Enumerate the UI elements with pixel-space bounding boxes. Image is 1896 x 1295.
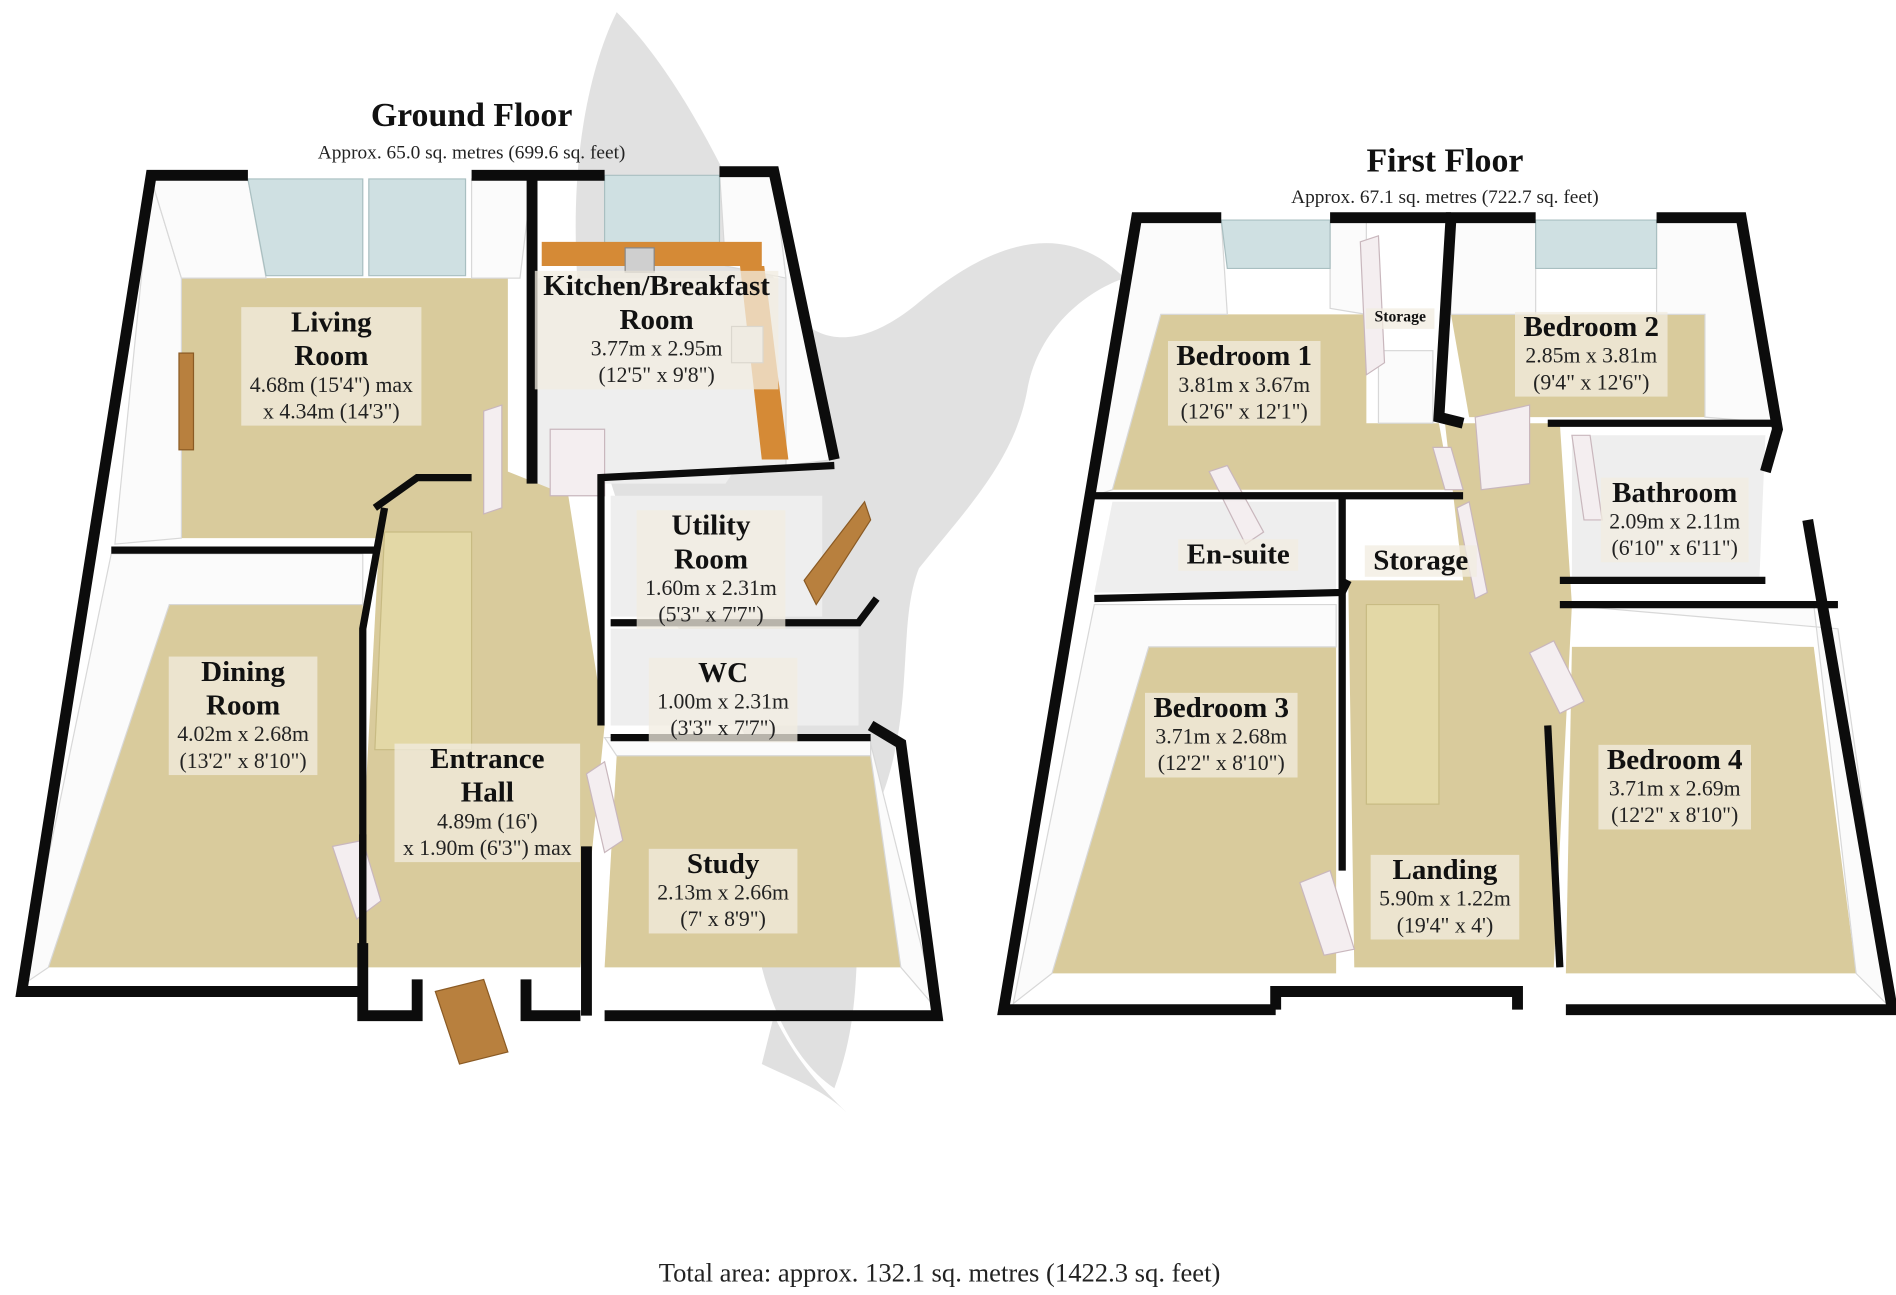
staircase	[374, 531, 473, 751]
room-dimensions: 1.00m x 2.31m	[657, 690, 789, 714]
room-dimensions: x 1.90m (6'3") max	[403, 836, 572, 860]
room-dimensions: 3.81m x 3.67m	[1178, 373, 1310, 397]
room-dimensions: 4.89m (16')	[437, 809, 538, 833]
staircase	[1365, 603, 1440, 805]
room-dimensions: (12'2" x 8'10")	[1158, 751, 1285, 775]
door	[1474, 404, 1531, 491]
room-name: WC	[698, 657, 748, 689]
fireplace	[178, 352, 195, 451]
room-dimensions: x 4.34m (14'3")	[263, 399, 400, 423]
room-label: Storage	[1364, 545, 1477, 577]
door	[585, 760, 624, 854]
room-name: Hall	[461, 777, 514, 809]
patio-doors	[247, 178, 364, 277]
room-dimensions: (7' x 8'9")	[680, 907, 766, 931]
room-dimensions: 1.60m x 2.31m	[645, 576, 777, 600]
room-dimensions: (12'5" x 9'8")	[598, 363, 714, 387]
kitchen-window	[603, 174, 721, 249]
room-name: Kitchen/Breakfast	[543, 270, 770, 302]
room-name: Study	[687, 848, 760, 880]
room-dimensions: 3.71m x 2.69m	[1609, 777, 1741, 801]
door	[1432, 446, 1464, 491]
room-dimensions: 3.71m x 2.68m	[1155, 725, 1287, 749]
door	[549, 428, 606, 497]
room-label: Bedroom 13.81m x 3.67m(12'6" x 12'1")	[1167, 340, 1321, 426]
room-name: Room	[294, 340, 368, 372]
room-name: Entrance	[430, 743, 545, 775]
first-floor-title: First Floor	[1366, 143, 1523, 180]
room-dimensions: 5.90m x 1.22m	[1379, 887, 1511, 911]
room-name: Room	[620, 304, 694, 336]
room-name: Bedroom 2	[1523, 311, 1659, 343]
bedroom-2-window	[1535, 219, 1658, 270]
door	[1528, 640, 1585, 715]
room-dimensions: 3.77m x 2.95m	[591, 336, 723, 360]
room-dimensions: (12'2" x 8'10")	[1611, 803, 1738, 827]
room-name: Landing	[1393, 854, 1498, 886]
room-name: Room	[674, 543, 748, 575]
room-label: Storage	[1366, 308, 1435, 329]
room-name: Utility	[672, 509, 751, 541]
bedroom-1-window	[1220, 219, 1331, 270]
room-name: Bathroom	[1612, 477, 1737, 509]
landing-floor	[1348, 423, 1572, 968]
room-dimensions: (9'4" x 12'6")	[1533, 370, 1649, 394]
door	[1299, 869, 1356, 956]
room-dimensions: (6'10" x 6'11")	[1612, 536, 1738, 560]
door	[1208, 464, 1265, 546]
room-dimensions: (13'2" x 8'10")	[180, 749, 307, 773]
room-name: Bedroom 4	[1607, 744, 1743, 776]
room-label: WC1.00m x 2.31m(3'3" x 7'7")	[648, 657, 798, 743]
patio-doors	[368, 178, 467, 277]
room-label: Bedroom 43.71m x 2.69m(12'2" x 8'10")	[1598, 744, 1751, 830]
room-dimensions: 4.02m x 2.68m	[177, 722, 309, 746]
door	[1359, 234, 1386, 376]
room-name: Bedroom 1	[1176, 340, 1312, 372]
room-dimensions: (12'6" x 12'1")	[1181, 399, 1308, 423]
room-name: Bedroom 3	[1153, 692, 1289, 724]
room-label: Bedroom 22.85m x 3.81m(9'4" x 12'6")	[1514, 311, 1668, 397]
room-name: Living	[291, 306, 372, 338]
room-dimensions: 2.09m x 2.11m	[1609, 509, 1740, 533]
room-label: En-suite	[1178, 538, 1299, 571]
door	[331, 839, 382, 920]
room-dimensions: (3'3" x 7'7")	[670, 716, 775, 740]
ground-floor-title: Ground Floor	[371, 97, 573, 134]
room-name: Storage	[1373, 545, 1468, 577]
sink	[624, 247, 655, 273]
room-name: En-suite	[1187, 538, 1290, 570]
room-dimensions: (5'3" x 7'7")	[658, 603, 763, 627]
storage-cupboard	[1377, 350, 1434, 424]
room-name: Storage	[1374, 309, 1425, 326]
ground-floor-area: Approx. 65.0 sq. metres (699.6 sq. feet)	[318, 142, 626, 163]
front-door	[434, 978, 509, 1065]
door	[483, 404, 503, 515]
room-dimensions: (19'4" x 4')	[1397, 913, 1493, 937]
utility-back-door	[803, 500, 872, 606]
first-floor-area: Approx. 67.1 sq. metres (722.7 sq. feet)	[1291, 187, 1599, 208]
total-area: Total area: approx. 132.1 sq. metres (14…	[659, 1258, 1221, 1288]
room-dimensions: 4.68m (15'4") max	[250, 373, 413, 397]
room-name: Dining	[201, 656, 285, 688]
room-dimensions: 2.85m x 3.81m	[1525, 344, 1657, 368]
room-name: Room	[206, 690, 280, 722]
room-dimensions: 2.13m x 2.66m	[657, 881, 789, 905]
room-label: Bedroom 33.71m x 2.68m(12'2" x 8'10")	[1144, 692, 1298, 778]
